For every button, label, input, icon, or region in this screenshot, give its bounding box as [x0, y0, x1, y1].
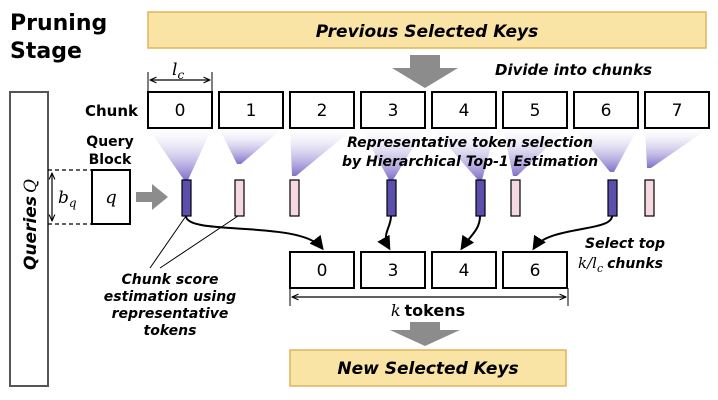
score-note-line-1: Chunk score	[121, 272, 218, 288]
query-block-box	[91, 169, 131, 225]
score-note-pointer-1	[149, 215, 187, 269]
connector-chunk-3	[377, 215, 392, 251]
score-note-line-2: estimation using	[104, 289, 236, 305]
selected-chunk-label-4: 4	[459, 261, 470, 281]
chunk-label-1: 1	[246, 101, 257, 121]
bq-symbol: bq	[58, 188, 77, 210]
connector-chunk-6	[532, 215, 613, 251]
chunk-box-0	[147, 91, 213, 129]
query-symbol: q	[105, 187, 117, 208]
score-note-line-4: tokens	[144, 323, 197, 339]
score-note-pointer-2	[159, 215, 239, 269]
select-top-line1: Select top	[585, 236, 665, 252]
rep-token-7	[644, 179, 655, 217]
selected-chunk-row: 0 3 4 6	[289, 251, 568, 289]
selected-chunk-label-6: 6	[530, 261, 541, 281]
new-keys-arrow	[390, 322, 460, 346]
rep-token-0	[181, 179, 192, 217]
rep-token-1	[234, 179, 245, 217]
rep-selection-line1: Representative token selection	[347, 135, 593, 151]
previous-keys-bar	[147, 11, 707, 49]
divide-label: Divide into chunks	[495, 61, 652, 79]
chunk-row: 0 1 2 3 4 5 6 7	[147, 91, 710, 217]
chunk-label-3: 3	[388, 101, 399, 121]
rep-token-5	[510, 179, 521, 217]
rep-token-6	[607, 179, 618, 217]
chunk-funnel-1	[219, 128, 283, 164]
divide-arrow	[392, 55, 458, 88]
chunk-box-3	[360, 91, 426, 129]
chunk-funnel-2	[290, 128, 354, 176]
stage-title-line2: Stage	[10, 39, 82, 64]
rep-token-2	[289, 179, 300, 217]
new-keys-label: New Selected Keys	[337, 359, 518, 379]
selected-chunk-box-6	[502, 251, 568, 289]
chunk-box-7	[644, 91, 710, 129]
selected-chunk-box-3	[360, 251, 426, 289]
chunk-label-4: 4	[459, 101, 470, 121]
new-keys-bar	[289, 349, 567, 387]
chunk-box-1	[218, 91, 284, 129]
chunk-funnel-4	[432, 128, 496, 180]
queries-label: QueriesQ	[21, 179, 41, 270]
query-block-line1: Query	[86, 134, 133, 150]
chunk-box-5	[502, 91, 568, 129]
chunk-funnel-5	[503, 128, 567, 176]
chunk-row-label: Chunk	[85, 102, 139, 120]
selected-chunk-label-0: 0	[317, 261, 328, 281]
connector-chunk-0	[185, 215, 324, 251]
selected-chunk-box-4	[431, 251, 497, 289]
query-arrow	[136, 184, 168, 210]
chunk-label-7: 7	[672, 101, 683, 121]
chunk-label-0: 0	[175, 101, 186, 121]
stage-title-line1: Pruning	[10, 11, 107, 36]
previous-keys-label: Previous Selected Keys	[316, 22, 539, 42]
chunk-box-6	[573, 91, 639, 129]
chunk-funnel-7	[645, 128, 709, 168]
selected-chunk-box-0	[289, 251, 355, 289]
chunk-label-6: 6	[601, 101, 612, 121]
chunk-funnel-3	[361, 128, 425, 180]
queries-box	[9, 91, 49, 387]
rep-token-4	[475, 179, 486, 217]
query-block-line2: Block	[89, 152, 132, 168]
score-note-line-3: representative	[112, 306, 229, 322]
chunk-label-2: 2	[317, 101, 328, 121]
chunk-size-symbol: lc	[172, 60, 184, 82]
connector-chunk-4	[460, 215, 481, 251]
chunk-funnel-0	[148, 128, 212, 180]
chunk-box-4	[431, 91, 497, 129]
chunk-funnel-6	[574, 128, 638, 172]
selected-chunk-label-3: 3	[388, 261, 399, 281]
chunk-box-2	[289, 91, 355, 129]
rep-selection-line2: by Hierarchical Top-1 Estimation	[342, 154, 598, 170]
rep-token-3	[386, 179, 397, 217]
chunk-label-5: 5	[530, 101, 541, 121]
